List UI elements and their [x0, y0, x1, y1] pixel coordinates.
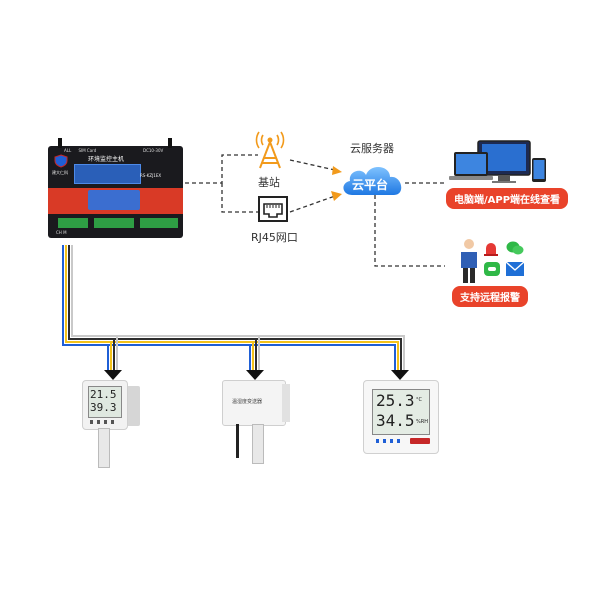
- sensor-3-logo: [410, 438, 430, 444]
- arrow-basestation-cloud: [332, 166, 342, 175]
- controller-bottom-label: CH M: [56, 230, 67, 235]
- sensor-3-unit-top: °C: [416, 397, 422, 403]
- sensor-3-top-value: 25.3: [376, 391, 415, 410]
- sensor-2-body: [222, 380, 286, 426]
- sensor-3-buttons: [376, 439, 402, 443]
- arrow-sensor2: [246, 370, 264, 380]
- sensor-2-probe: [252, 424, 264, 464]
- sensor-1: 21.5 39.3: [82, 380, 142, 470]
- status-label-all: ALL: [64, 148, 72, 153]
- terminal-block-mid: [94, 218, 134, 228]
- link-cloud-alarm: [374, 195, 445, 267]
- alarm-light-icon: [484, 243, 498, 256]
- link-rj45-cloud: [289, 195, 336, 213]
- sensor-2-label: 温湿度变送器: [232, 399, 263, 405]
- sensor-3: 25.3 °C 34.5 %RH: [363, 380, 439, 454]
- sensor-2: 温湿度变送器: [222, 380, 292, 470]
- sensor-1-buttons: [90, 420, 118, 424]
- antenna-left: [58, 138, 62, 148]
- remote-alarm-badge: 支持远程报警: [452, 286, 528, 307]
- sensor-1-bracket: [124, 386, 140, 426]
- monitor-laptop-phone-icon: [449, 140, 546, 183]
- controller-screen: [74, 164, 141, 184]
- message-icon: [484, 262, 500, 276]
- rj45-label: RJ45网口: [251, 231, 298, 244]
- link-basestation-cloud: [289, 159, 336, 171]
- sensor-1-screen: [88, 386, 122, 418]
- person-icon: [461, 239, 477, 283]
- terminal-block-left: [58, 218, 88, 228]
- antenna-right: [168, 138, 172, 148]
- sensor-3-unit-bottom: %RH: [416, 419, 428, 425]
- brand-shield-icon: [54, 154, 68, 168]
- sensor-1-bottom-value: 39.3: [90, 401, 117, 414]
- sensor-1-top-value: 21.5: [90, 388, 117, 401]
- sensor-2-side: [282, 384, 290, 422]
- sensor-3-bottom-value: 34.5: [376, 411, 415, 430]
- cloud-icon: [343, 166, 402, 195]
- rj45-port-icon: [258, 196, 288, 222]
- sensor-1-probe: [98, 428, 110, 468]
- controller-header: 环境监控主机: [88, 156, 125, 163]
- controller-blue-panel: [88, 190, 140, 210]
- brand-text: 建大仁科: [52, 170, 68, 175]
- controller-model: RS-KZJ1EX: [140, 173, 162, 178]
- arrow-rj45-cloud: [331, 191, 342, 201]
- status-label-sim: SIM Card: [78, 148, 97, 153]
- sensor-3-screen: [372, 389, 430, 435]
- arrow-sensor3: [391, 370, 409, 380]
- pc-app-view-badge: 电脑端/APP端在线查看: [446, 188, 569, 209]
- base-station-label: 基站: [258, 176, 280, 189]
- sensor-2-cable: [236, 424, 239, 458]
- link-controller-rj45: [221, 183, 258, 213]
- base-station-icon: [255, 131, 285, 169]
- email-icon: [506, 262, 524, 276]
- arrow-sensor1: [104, 370, 122, 380]
- cloud-platform-label: 云平台: [352, 178, 389, 192]
- controller-device: ALL SIM Card DC10-30V 建大仁科 环境监控主机 RS-KZJ…: [48, 138, 183, 238]
- cable-bundle: [62, 245, 405, 372]
- wechat-icon: [506, 241, 524, 255]
- link-controller-basestation: [185, 154, 258, 184]
- spec-text: DC10-30V: [143, 148, 164, 153]
- cloud-server-label: 云服务器: [350, 142, 394, 155]
- terminal-block-right: [140, 218, 178, 228]
